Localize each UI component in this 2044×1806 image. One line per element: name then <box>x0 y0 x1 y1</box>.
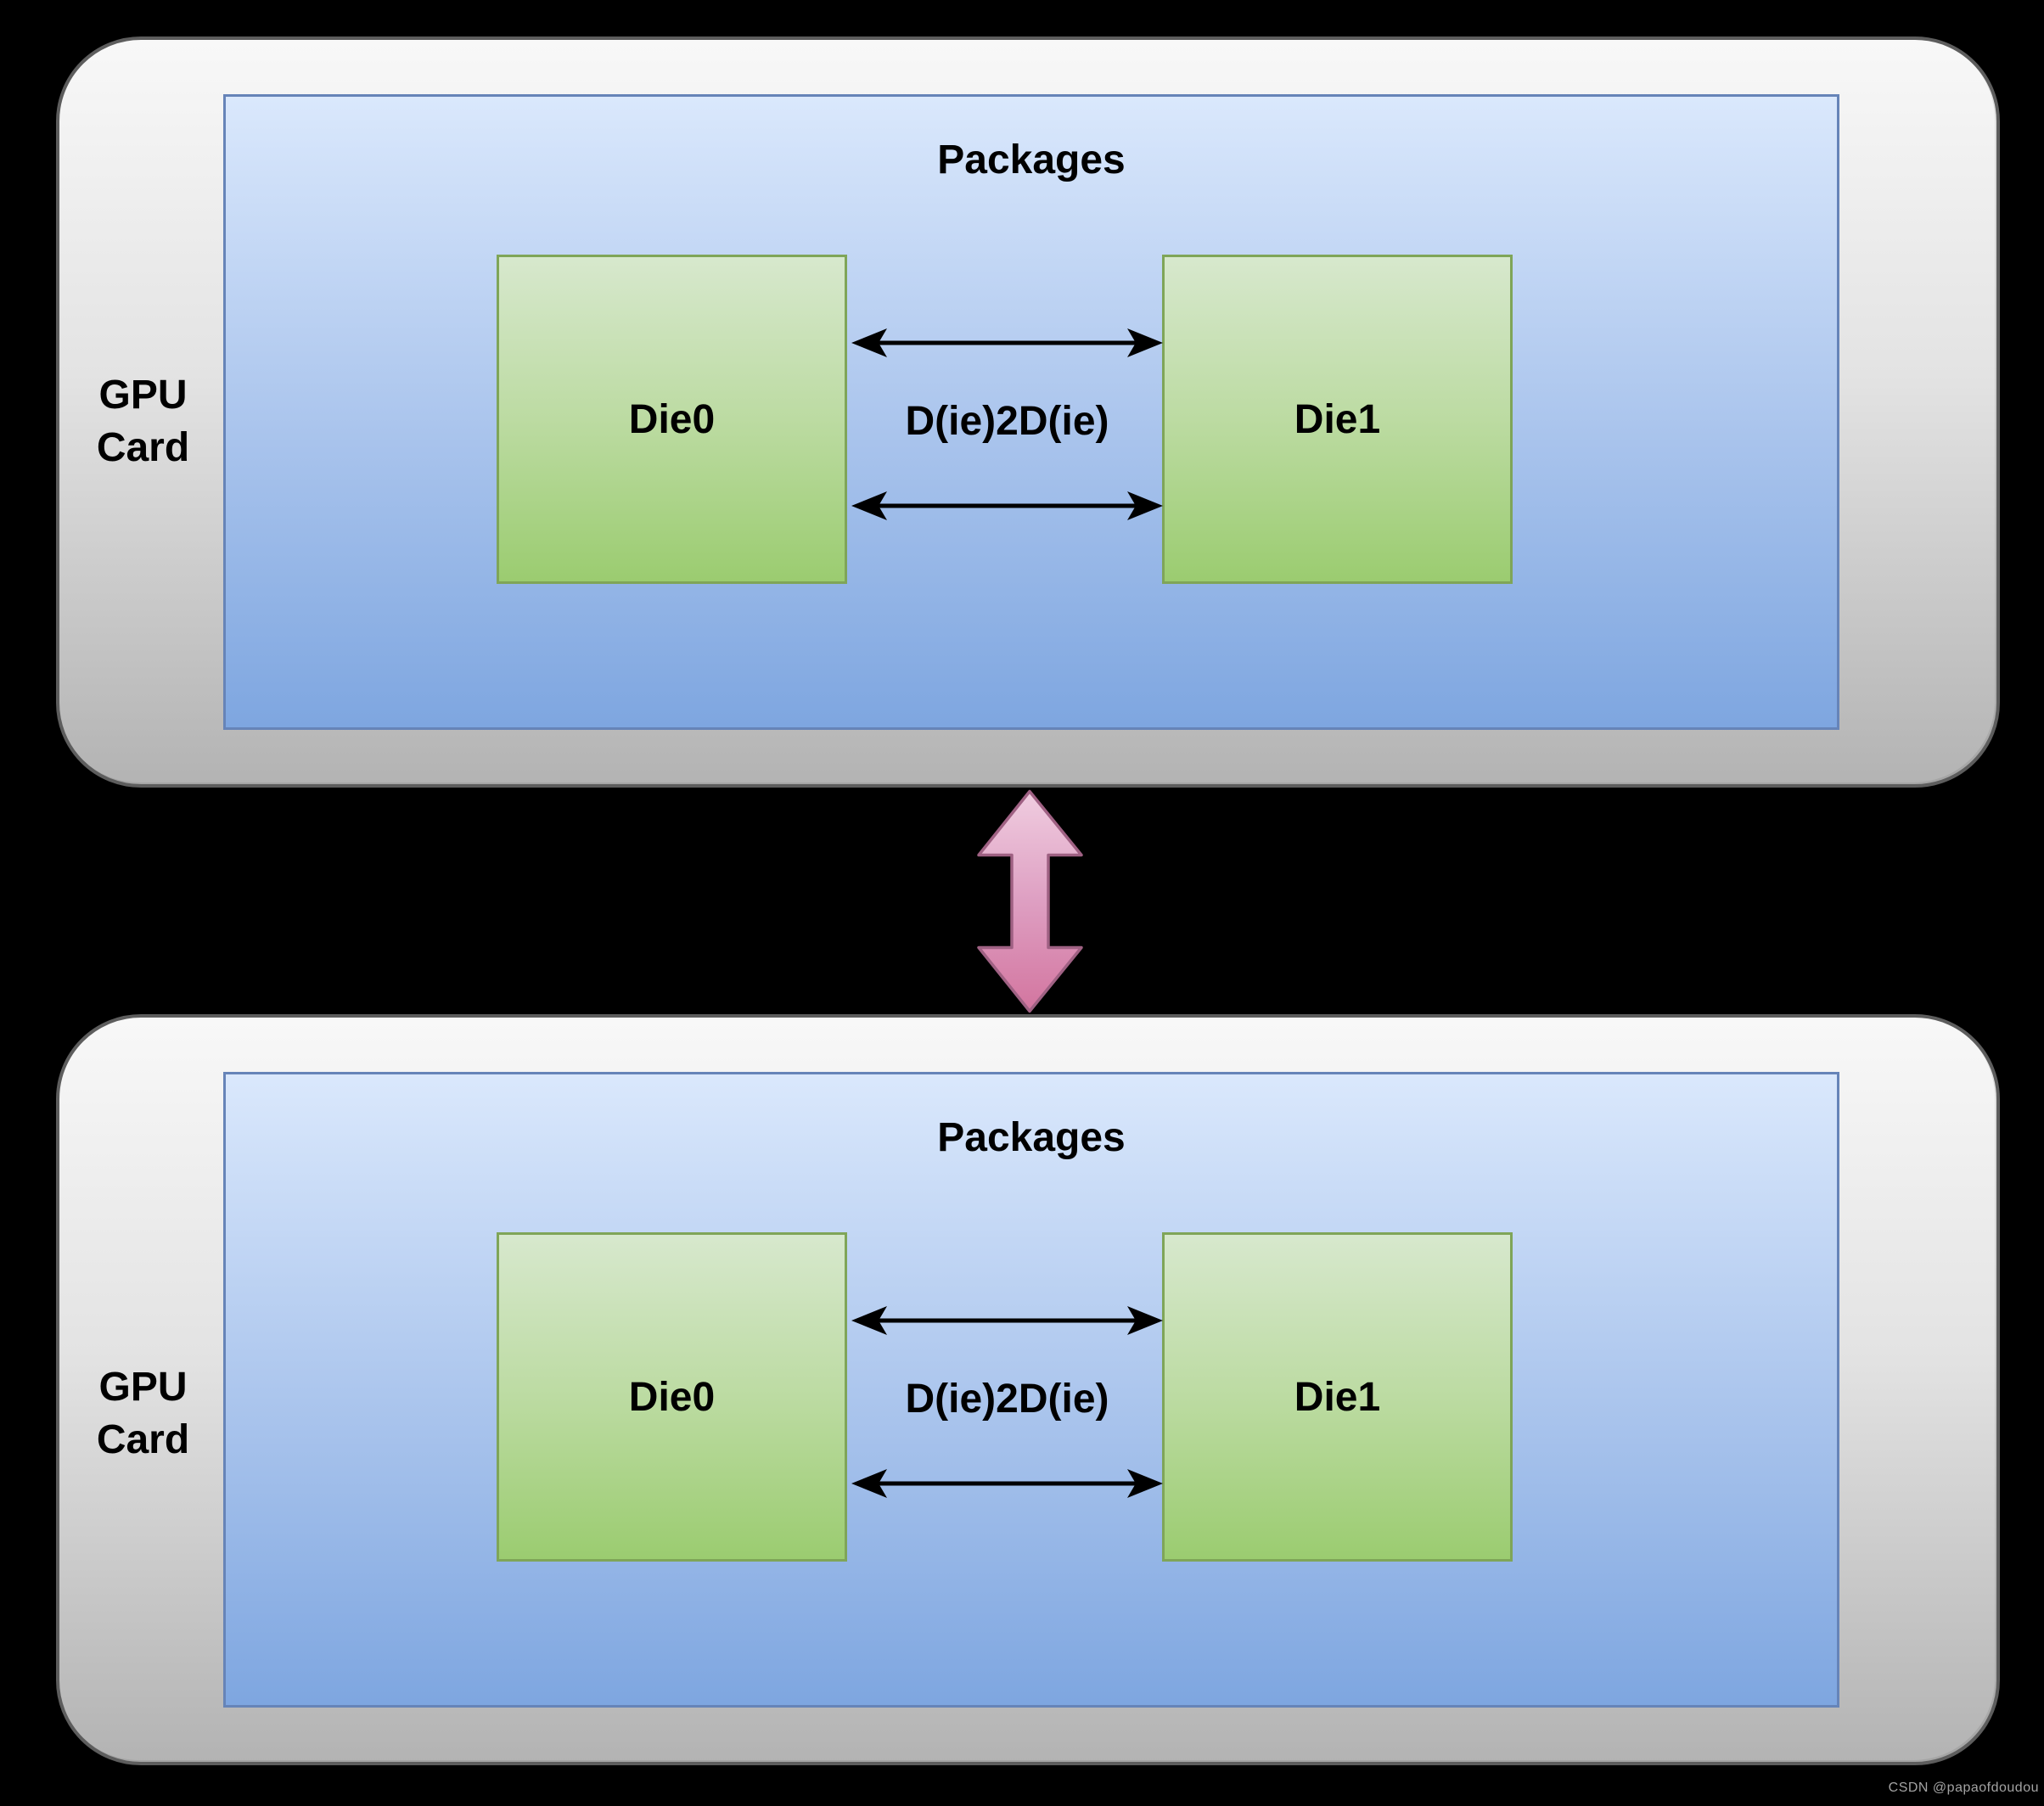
die-link-upper-double-arrow-icon <box>851 328 1163 357</box>
packages-box: Packages Die0 Die1 D(ie)2D(ie) <box>223 1072 1839 1708</box>
gpu-card-label: GPU Card <box>59 369 227 474</box>
gpu-card-label: GPU Card <box>59 1361 227 1467</box>
die0-label: Die0 <box>628 1374 716 1420</box>
gpu-card-label-line1: GPU <box>98 1365 188 1410</box>
die0-box: Die0 <box>497 255 847 584</box>
packages-title: Packages <box>937 137 1126 182</box>
watermark: CSDN @papaofdoudou <box>1888 1781 2039 1795</box>
die0-label: Die0 <box>628 396 716 442</box>
gpu-card-top: GPU Card Packages Die0 Die1 D(ie)2D(ie) <box>56 36 2000 788</box>
card-link-vertical-double-arrow-icon <box>977 789 1083 1013</box>
die1-label: Die1 <box>1294 1374 1381 1420</box>
die-link-upper-double-arrow-icon <box>851 1306 1163 1335</box>
gpu-card-label-line1: GPU <box>98 373 188 418</box>
die-link-lower-double-arrow-icon <box>851 491 1163 520</box>
die-link-label: D(ie)2D(ie) <box>905 1377 1109 1422</box>
die0-box: Die0 <box>497 1232 847 1562</box>
die1-label: Die1 <box>1294 396 1381 442</box>
die1-box: Die1 <box>1162 1232 1513 1562</box>
packages-box: Packages Die0 Die1 D(ie)2D(ie) <box>223 94 1839 730</box>
gpu-card-label-line2: Card <box>96 1417 190 1462</box>
gpu-card-bottom: GPU Card Packages Die0 Die1 D(ie)2D(ie) <box>56 1014 2000 1765</box>
die-link-label: D(ie)2D(ie) <box>905 399 1109 444</box>
die-link-lower-double-arrow-icon <box>851 1469 1163 1498</box>
die1-box: Die1 <box>1162 255 1513 584</box>
gpu-card-label-line2: Card <box>96 425 190 470</box>
packages-title: Packages <box>937 1115 1126 1160</box>
